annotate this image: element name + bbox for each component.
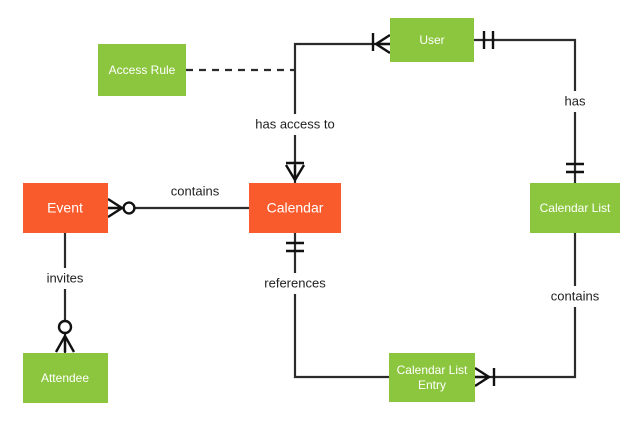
rel-label-contains-list-entry: contains	[540, 286, 610, 307]
contains-list-entry-line	[475, 233, 577, 379]
has-access-to-line	[293, 42, 390, 183]
cardinality-user-has-access	[371, 33, 391, 55]
rel-label-has-access-to-text: has access to	[255, 116, 335, 131]
entity-user-box[interactable]	[390, 18, 474, 62]
edge-contains-list-entry	[475, 233, 577, 379]
rel-label-references: references	[253, 273, 337, 294]
label-backdrop	[540, 286, 610, 307]
entity-attendee[interactable]: Attendee	[23, 353, 108, 403]
label-backdrop	[160, 181, 230, 202]
rel-label-contains-event-calendar-text: contains	[171, 183, 220, 198]
entity-calendar[interactable]: Calendar	[249, 183, 341, 233]
entity-event[interactable]: Event	[23, 183, 108, 233]
rel-label-has: has	[552, 91, 598, 112]
rel-label-contains-list-entry-text: contains	[551, 288, 600, 303]
label-backdrop	[243, 114, 348, 135]
cardinality-cle-contains	[474, 366, 496, 388]
zero-circle-icon	[57, 319, 73, 335]
label-backdrop	[36, 268, 94, 289]
zero-circle-icon	[122, 201, 136, 215]
entity-user[interactable]: User	[390, 18, 474, 62]
edge-references	[293, 233, 389, 379]
rel-label-invites-text: invites	[47, 270, 84, 285]
cardinality-calendar-references	[286, 241, 304, 253]
entity-calendar-box[interactable]	[249, 183, 341, 233]
edge-has	[474, 38, 577, 183]
label-backdrop	[253, 273, 337, 294]
rel-label-has-access-to: has access to	[243, 114, 348, 135]
rel-label-references-text: references	[264, 275, 326, 290]
entity-event-box[interactable]	[23, 183, 108, 233]
references-line	[293, 233, 389, 379]
entity-access-rule-box[interactable]	[98, 44, 186, 96]
entity-calendar-list[interactable]: Calendar List	[530, 183, 620, 233]
rel-label-invites: invites	[36, 268, 94, 289]
edge-has-access-to	[293, 42, 390, 183]
entity-calendar-list-entry-box[interactable]	[389, 353, 475, 402]
entity-access-rule[interactable]: Access Rule	[98, 44, 186, 96]
cardinality-attendee-invites	[54, 319, 76, 353]
entity-calendar-list-box[interactable]	[530, 183, 620, 233]
has-line	[474, 38, 577, 183]
cardinality-user-has	[482, 31, 495, 49]
label-backdrop	[552, 91, 598, 112]
rel-label-contains-event-calendar: contains	[160, 181, 230, 202]
rel-label-has-text: has	[565, 93, 586, 108]
cardinality-calendar-has-access	[284, 161, 306, 183]
entity-attendee-box[interactable]	[23, 353, 108, 403]
cardinality-calendar-list-has	[566, 162, 584, 174]
entity-calendar-list-entry[interactable]: Calendar List Entry	[389, 353, 475, 402]
cardinality-event-contains	[107, 197, 136, 219]
